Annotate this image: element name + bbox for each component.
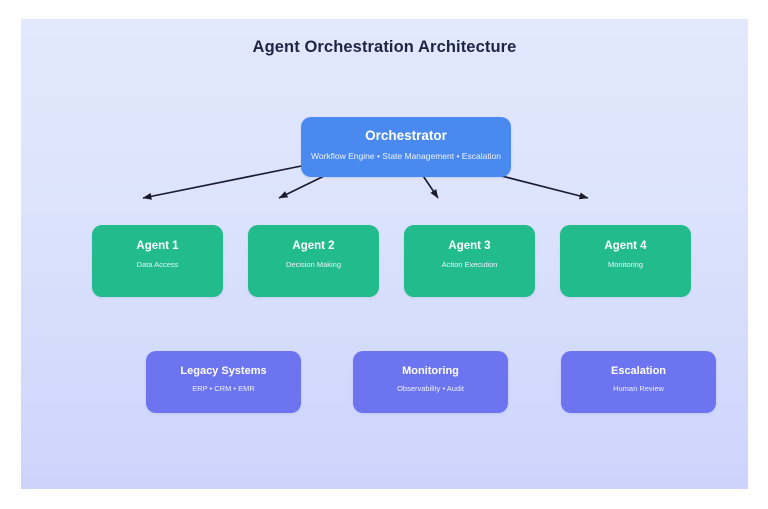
node-orchestrator[interactable]: Orchestrator Workflow Engine • State Man… <box>301 117 511 177</box>
node-agent-2-title: Agent 2 <box>292 240 335 252</box>
node-agent-4-title: Agent 4 <box>604 240 647 252</box>
node-agent-2-subtitle: Decision Making <box>285 259 342 269</box>
node-monitoring[interactable]: Monitoring Observability • Audit <box>353 351 508 413</box>
node-agent-1[interactable]: Agent 1 Data Access <box>92 225 223 297</box>
node-agent-3[interactable]: Agent 3 Action Execution <box>404 225 535 297</box>
node-agent-1-subtitle: Data Access <box>136 259 179 269</box>
node-agent-3-subtitle: Action Execution <box>441 259 498 269</box>
node-monitoring-title: Monitoring <box>402 365 459 377</box>
page-title: Agent Orchestration Architecture <box>252 38 517 56</box>
node-agent-1-title: Agent 1 <box>136 240 179 252</box>
node-orchestrator-title: Orchestrator <box>365 128 447 143</box>
node-agent-4-subtitle: Monitoring <box>607 259 644 269</box>
diagram-panel: Agent Orchestration Architecture Orchest… <box>21 19 748 489</box>
node-agent-4[interactable]: Agent 4 Monitoring <box>560 225 691 297</box>
node-agent-3-title: Agent 3 <box>448 240 491 252</box>
node-legacy-systems-subtitle: ERP • CRM • EMR <box>192 384 255 394</box>
node-legacy-systems[interactable]: Legacy Systems ERP • CRM • EMR <box>146 351 301 413</box>
node-legacy-systems-title: Legacy Systems <box>180 365 267 377</box>
node-escalation-title: Escalation <box>610 365 667 377</box>
node-monitoring-subtitle: Observability • Audit <box>397 384 464 394</box>
node-agent-2[interactable]: Agent 2 Decision Making <box>248 225 379 297</box>
node-escalation-subtitle: Human Review <box>613 384 664 394</box>
node-orchestrator-subtitle: Workflow Engine • State Management • Esc… <box>310 150 502 161</box>
node-escalation[interactable]: Escalation Human Review <box>561 351 716 413</box>
